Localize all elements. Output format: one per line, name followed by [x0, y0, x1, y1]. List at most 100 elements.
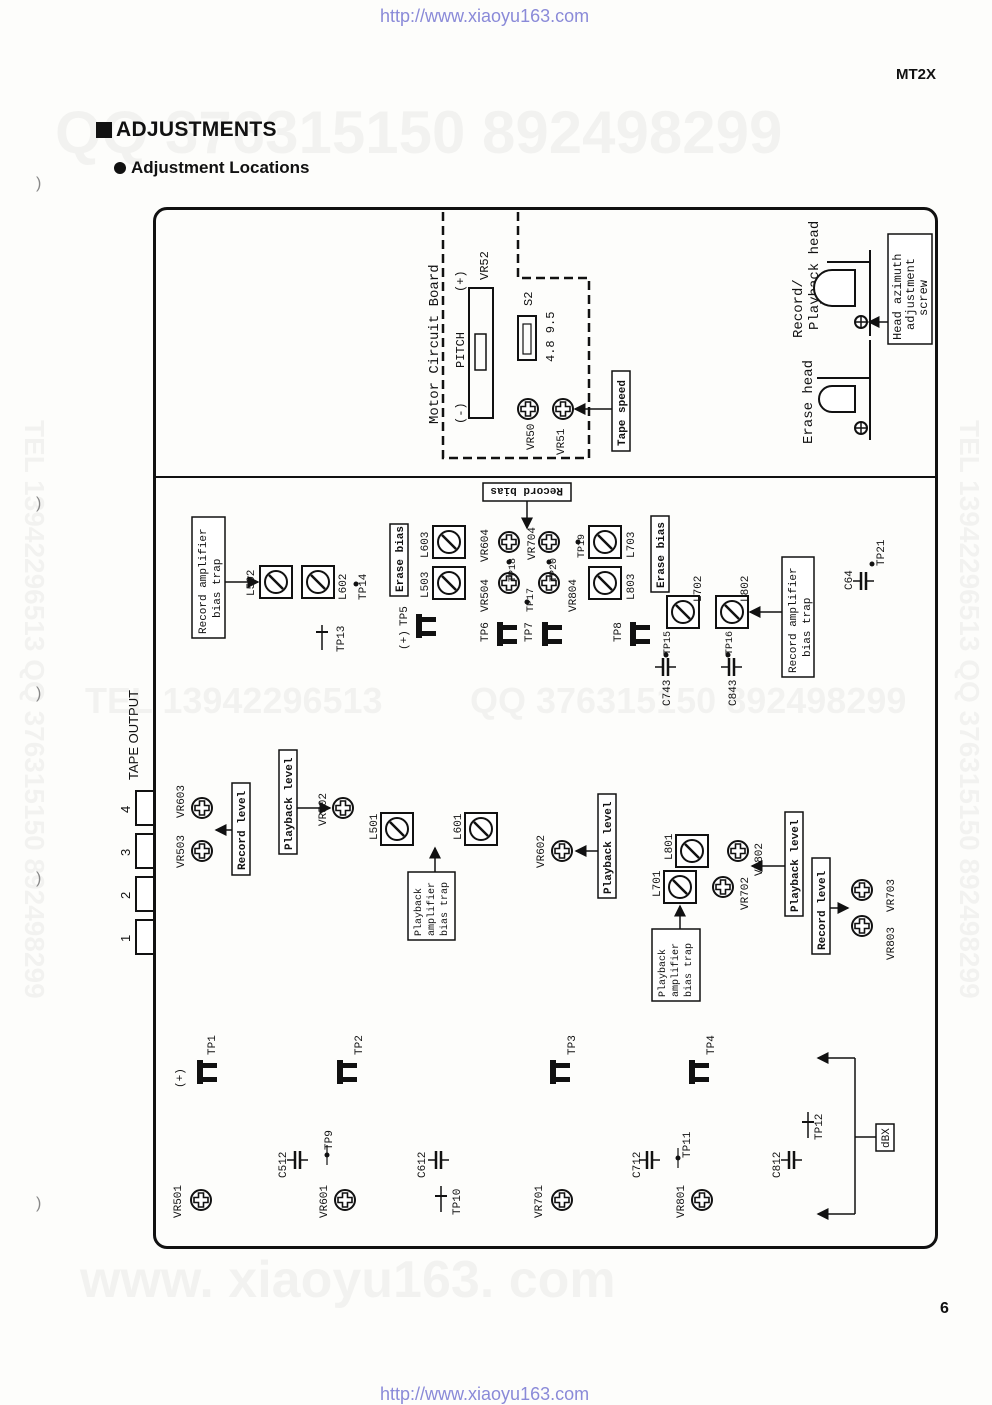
- s2-switch[interactable]: [517, 315, 537, 361]
- playback-level-box-left: [278, 749, 298, 855]
- l502-label: L502: [246, 570, 258, 596]
- dbx-label: dBX: [881, 1128, 893, 1148]
- vr702-label: VR702: [740, 877, 752, 910]
- tp5-label: TP5: [399, 606, 411, 626]
- l501-coil-icon[interactable]: [379, 811, 415, 847]
- record-level-label-right: Record level: [817, 870, 829, 950]
- c512-label: C512: [278, 1152, 290, 1178]
- tp4-icon[interactable]: [689, 1060, 709, 1084]
- playback-amp-bias-left-2: amplifier: [426, 882, 438, 936]
- tape-output-label: TAPE OUTPUT: [126, 690, 141, 780]
- margin-mark: ): [36, 495, 42, 512]
- jack-4-label: 4: [118, 806, 133, 813]
- vr503-pot-icon[interactable]: [191, 840, 213, 862]
- record-amp-bias-trap-label-1: Record amplifier: [198, 528, 210, 634]
- tp2-icon[interactable]: [337, 1060, 357, 1084]
- tape-output: 4 3 2 1 TAPE OUTPUT: [118, 690, 155, 955]
- speed-labels: 4.8 9.5: [544, 312, 558, 362]
- vr702-pot-icon[interactable]: [712, 876, 734, 898]
- vr801-pot-icon[interactable]: [691, 1189, 713, 1211]
- c512-cap-icon: [285, 1149, 310, 1171]
- erase-head-label: Erase head: [801, 360, 817, 444]
- vr602-pot-icon[interactable]: [551, 840, 573, 862]
- playback-amp-bias-left-1: Playback: [413, 888, 425, 936]
- vr603-pot-icon[interactable]: [191, 797, 213, 819]
- vr50-pot-icon[interactable]: [517, 398, 539, 420]
- azimuth-label-3: screw: [917, 279, 931, 316]
- playback-area: VR503 VR603 Record level Playback level …: [176, 749, 898, 1002]
- playback-amp-bias-box-right: [651, 928, 701, 1002]
- vr703-pot-icon[interactable]: [851, 879, 873, 901]
- vr51-label: VR51: [556, 428, 568, 455]
- tp3-icon[interactable]: [550, 1060, 570, 1084]
- l703-coil-icon[interactable]: [587, 524, 623, 560]
- rp-head-label-2: Playback head: [807, 221, 823, 330]
- record-amp-bias-trap-label-2: bias trap: [212, 559, 224, 618]
- l503-coil-icon[interactable]: [431, 565, 467, 601]
- tp21-label: TP21: [876, 539, 888, 566]
- l801-label: L801: [664, 833, 676, 860]
- tape-output-jack-1[interactable]: [135, 919, 155, 955]
- playback-level-label-mid: Playback level: [603, 801, 615, 894]
- vr803-pot-icon[interactable]: [851, 915, 873, 937]
- margin-mark: ): [36, 685, 42, 702]
- watermark-www: www. xiaoyu163. com: [80, 1250, 616, 1310]
- l801-coil-icon[interactable]: [674, 833, 710, 869]
- pitch-plus-label: (+): [454, 270, 468, 292]
- vr51-pot-icon[interactable]: [552, 398, 574, 420]
- playback-amp-bias-right-3: bias trap: [683, 943, 695, 997]
- vr601-pot-icon[interactable]: [334, 1189, 356, 1211]
- vr802-pot-icon[interactable]: [727, 840, 749, 862]
- l602-coil-icon[interactable]: [300, 564, 336, 600]
- tp12-label: TP12: [814, 1114, 826, 1140]
- l601-coil-icon[interactable]: [463, 811, 499, 847]
- l602-label: L602: [338, 574, 350, 600]
- erase-bias-box-right: [650, 515, 670, 593]
- bottom-url[interactable]: http://www.xiaoyu163.com: [380, 1384, 590, 1404]
- tape-output-jack-2[interactable]: [135, 876, 155, 912]
- section-title: ADJUSTMENTS: [116, 118, 277, 141]
- c64-label: C64: [844, 570, 856, 590]
- l603-coil-icon[interactable]: [431, 524, 467, 560]
- erase-bias-label-left: Erase bias: [395, 526, 407, 592]
- margin-mark: ): [36, 1195, 42, 1212]
- vr502-pot-icon[interactable]: [332, 797, 354, 819]
- l803-coil-icon[interactable]: [587, 565, 623, 601]
- l502-coil-icon[interactable]: [258, 564, 294, 600]
- playback-level-label-right: Playback level: [790, 819, 802, 912]
- record-amp-bias-trap-right-1: Record amplifier: [788, 567, 800, 673]
- tape-output-jack-4[interactable]: [135, 790, 155, 826]
- section-heading: ADJUSTMENTS: [96, 118, 277, 142]
- tp15-label: TP15: [663, 631, 674, 655]
- tape-output-jack-3[interactable]: [135, 833, 155, 869]
- top-url[interactable]: http://www.xiaoyu163.com: [380, 6, 590, 26]
- vr504-label: VR504: [480, 579, 492, 612]
- pitch-slider[interactable]: [468, 287, 494, 419]
- vr801-label: VR801: [676, 1185, 688, 1218]
- tp1-icon[interactable]: [197, 1060, 217, 1084]
- subsection-heading: Adjustment Locations: [114, 158, 310, 178]
- record-bias-area: Record amplifier bias trap L502 L602 TP1…: [191, 482, 888, 706]
- vr701-pot-icon[interactable]: [551, 1189, 573, 1211]
- frame-divider: [153, 476, 938, 478]
- vr704-pot-icon[interactable]: [538, 531, 560, 553]
- pitch-slider-knob[interactable]: [474, 333, 487, 371]
- tp8-icon[interactable]: [630, 622, 650, 646]
- tp5-icon[interactable]: [416, 614, 436, 638]
- tp5-plus-label: (+): [399, 630, 411, 650]
- c743-cap-icon: [653, 656, 678, 678]
- tp6-icon[interactable]: [497, 622, 517, 646]
- jack-3-label: 3: [118, 849, 133, 856]
- l701-coil-icon[interactable]: [662, 869, 698, 905]
- model-label: MT2X: [896, 66, 937, 83]
- vr804-label: VR804: [568, 579, 580, 612]
- tp18-label: TP18: [508, 558, 519, 582]
- c843-cap-icon: [719, 656, 744, 678]
- tp7-icon[interactable]: [542, 622, 562, 646]
- vr501-pot-icon[interactable]: [190, 1189, 212, 1211]
- l803-label: L803: [626, 574, 638, 600]
- vr802-label: VR802: [754, 843, 766, 876]
- vr604-pot-icon[interactable]: [498, 531, 520, 553]
- tp9-label: TP9: [324, 1130, 336, 1150]
- heads-area: Erase head Record/ Playback head Head az…: [791, 221, 933, 444]
